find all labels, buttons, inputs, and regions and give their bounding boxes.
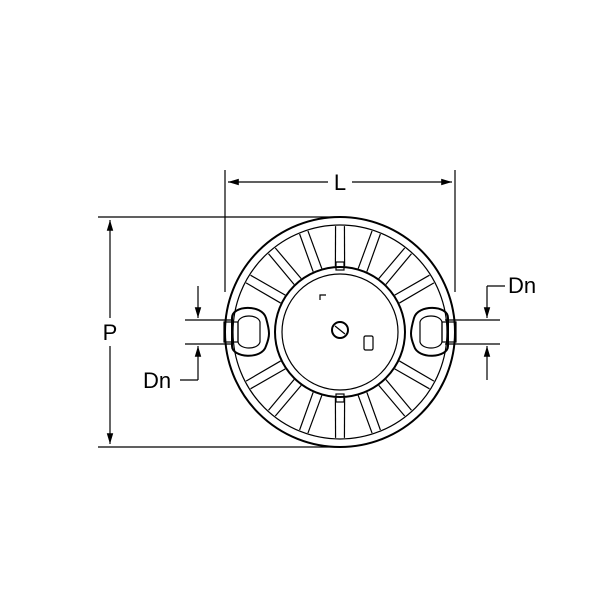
pipe-socket-right <box>410 306 457 357</box>
dimension-diameter-left: Dn <box>143 286 232 393</box>
rib-line <box>250 368 286 390</box>
outer-rim-inner <box>232 224 448 440</box>
label-diameter-left: Dn <box>143 368 171 393</box>
rib-line <box>299 392 314 431</box>
rib-line <box>245 360 281 382</box>
rib-line <box>299 233 314 272</box>
dimension-length: L <box>224 170 456 292</box>
dimension-height: P <box>98 216 340 448</box>
outer-rim <box>224 216 456 448</box>
inner-hub <box>274 266 406 398</box>
rib-line <box>274 385 302 417</box>
rib-line <box>378 247 406 279</box>
rib-line <box>250 274 286 296</box>
rib-line <box>399 282 435 304</box>
rib-line <box>268 379 295 411</box>
rib-line <box>385 379 412 411</box>
rib-line <box>394 274 430 296</box>
manhole-body <box>223 216 457 448</box>
label-length: L <box>334 170 346 195</box>
rib-line <box>394 368 430 390</box>
rib-line <box>268 253 295 285</box>
center-bolt-slot <box>334 325 346 335</box>
bottom-notch <box>335 393 345 403</box>
rib-line <box>366 233 381 272</box>
rib-line <box>378 385 406 417</box>
rib-line <box>357 230 373 269</box>
label-diameter-right: Dn <box>508 273 536 298</box>
rib-line <box>366 392 381 431</box>
ribs <box>245 226 435 438</box>
rib-line <box>357 395 373 434</box>
label-height: P <box>103 320 118 345</box>
inner-hub-inner <box>281 273 399 391</box>
rib-line <box>307 230 323 269</box>
top-notch <box>335 261 345 271</box>
rib-line <box>274 247 302 279</box>
dimension-diameter-right: Dn <box>445 273 536 380</box>
rib-line <box>307 395 323 434</box>
rib-line <box>245 282 281 304</box>
pipe-socket-left <box>223 306 270 357</box>
center-bolt <box>331 321 349 339</box>
small-port <box>363 335 374 351</box>
rib-line <box>399 360 435 382</box>
rib-line <box>385 253 412 285</box>
corner-mark <box>319 294 326 300</box>
